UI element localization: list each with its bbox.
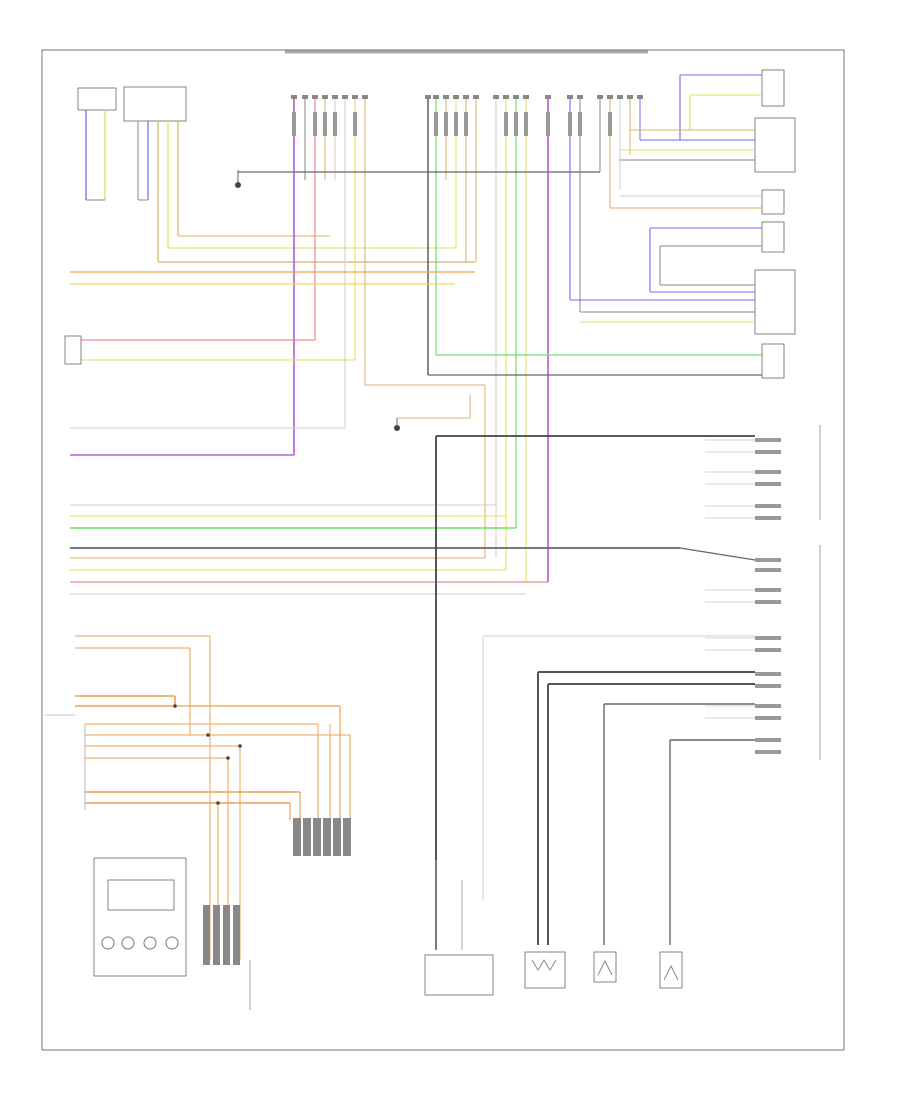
lower-right-wires — [435, 435, 756, 945]
center-module-group — [365, 384, 486, 558]
power-speaker — [761, 343, 785, 379]
right-rear-speaker-group — [570, 269, 796, 335]
rear-speaker-left-group — [77, 86, 187, 122]
left-harness-horizontals — [70, 271, 475, 456]
middle-harness-horizontals — [70, 504, 680, 595]
left-rear-speaker — [754, 117, 796, 173]
diagram-frame — [41, 49, 845, 1051]
bottom-module-a — [424, 954, 494, 996]
power-speaker-group — [428, 343, 785, 379]
bottom-module-b — [524, 951, 566, 989]
lower-left-harness — [45, 635, 351, 960]
left-side-block-group — [64, 335, 82, 365]
fuse-block — [93, 857, 187, 977]
connector-pin-marks — [291, 95, 643, 99]
right-connector-pins — [755, 438, 781, 754]
bottom-module-d-group — [659, 951, 683, 989]
antenna-module-group — [235, 170, 297, 188]
right-rear-speaker — [754, 269, 796, 335]
rear-speaker-left — [77, 87, 117, 111]
left-side-block — [64, 335, 82, 365]
tweeter — [761, 189, 785, 215]
bottom-module-c — [593, 951, 617, 983]
bottom-module-b-group — [524, 951, 566, 989]
left-front-speaker-group — [679, 69, 785, 140]
right-front-speaker-group — [649, 221, 785, 292]
bottom-module-c-group — [593, 951, 617, 983]
right-connector-stubs — [705, 439, 755, 719]
left-rear-speaker-group — [620, 117, 796, 173]
bottom-connector-left-group — [293, 818, 351, 856]
left-front-speaker — [761, 69, 785, 107]
fuse-block-group — [93, 857, 187, 977]
bottom-module-a-group — [424, 860, 494, 996]
bottom-module-d — [659, 951, 683, 989]
connector-body-marks — [292, 112, 612, 136]
right-front-speaker — [761, 221, 785, 253]
bottom-connector-center-group — [203, 905, 240, 965]
main-harness-bundle — [293, 95, 641, 582]
tweeter-group — [610, 189, 785, 215]
